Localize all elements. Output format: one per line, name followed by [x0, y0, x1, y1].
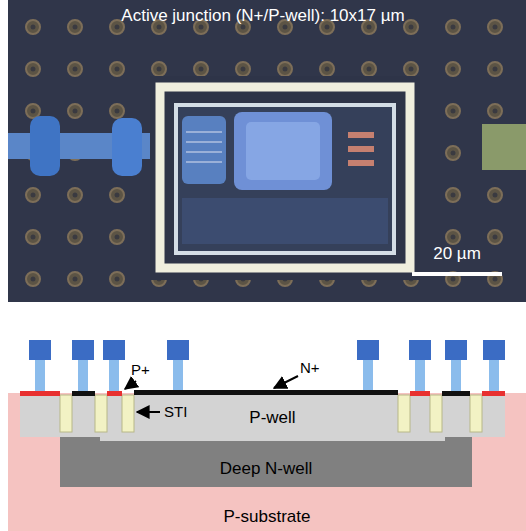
region-name: Deep N-well	[220, 459, 313, 479]
photo-caption: Active junction (N+/P-well): 10x17 µm	[4, 6, 522, 26]
contacts	[29, 340, 505, 391]
contact-fingers	[348, 132, 374, 166]
guard-ring	[160, 87, 410, 268]
metal-pad	[112, 118, 142, 176]
leader-arrow	[137, 411, 160, 413]
inner-ring	[176, 105, 394, 253]
region-label: STI	[164, 403, 187, 420]
n-plus-strips	[72, 390, 470, 396]
leader-arrow	[125, 381, 136, 389]
photo-ground	[8, 0, 526, 302]
scale-label: 20 µm	[407, 244, 507, 264]
region-name: P-substrate	[224, 507, 311, 527]
sti-columns	[60, 395, 482, 432]
deep-nwell-region: Deep N-well P-well	[60, 395, 472, 487]
pwell-region: P-well	[100, 395, 445, 441]
p-plus-strips	[20, 391, 505, 396]
substrate-region: P-substrate Deep N-well P-well	[8, 393, 526, 531]
region-label: P+	[131, 361, 150, 378]
via-pattern	[8, 0, 526, 302]
leader-arrows	[125, 376, 298, 412]
region-name: P-well	[249, 408, 295, 428]
region-label: N+	[300, 359, 320, 376]
contact-stripes	[186, 132, 222, 162]
scale-bar	[412, 272, 502, 276]
side-well	[445, 395, 505, 437]
lower-region	[182, 198, 388, 244]
metal-pad	[482, 124, 526, 170]
leader-arrow	[274, 376, 298, 388]
contact-block	[182, 116, 226, 184]
metal-pad	[30, 116, 60, 176]
active-junction	[234, 112, 332, 190]
side-well	[20, 395, 100, 437]
device-area	[150, 76, 420, 280]
active-junction-core	[246, 122, 320, 180]
